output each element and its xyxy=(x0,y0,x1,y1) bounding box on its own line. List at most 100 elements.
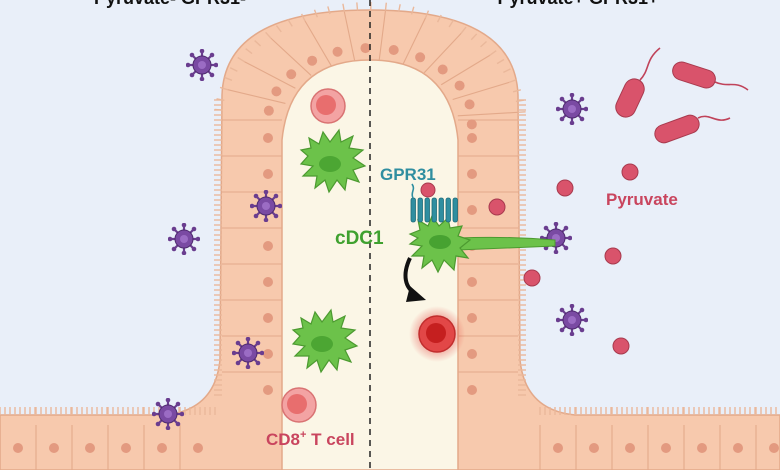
cell-nucleus xyxy=(467,313,477,323)
microvillus xyxy=(517,111,526,114)
microvillus xyxy=(219,86,228,91)
cell-border xyxy=(452,81,510,101)
pyruvate-molecule-icon xyxy=(556,179,574,197)
microvillus xyxy=(410,6,415,15)
cell-nucleus xyxy=(589,443,599,453)
cell-nucleus xyxy=(553,443,563,453)
cell-nucleus xyxy=(13,443,23,453)
cell-nucleus xyxy=(49,443,59,453)
bacterium-icon xyxy=(654,114,731,144)
microvillus xyxy=(216,98,225,101)
cell-nucleus xyxy=(263,313,273,323)
cell-nucleus xyxy=(464,99,475,110)
microvillus xyxy=(489,50,497,56)
cell-border xyxy=(457,111,518,117)
bacterium-icon xyxy=(615,47,661,118)
pyruvate-label: Pyruvate xyxy=(606,190,678,209)
microvillus xyxy=(275,25,282,33)
microvillus xyxy=(515,99,524,103)
microvillus xyxy=(287,19,293,27)
t-cell-label: CD8+ T cell xyxy=(266,429,355,449)
cell-nucleus xyxy=(157,443,167,453)
cell-nucleus xyxy=(769,443,779,453)
dendritic-cell-icon xyxy=(408,214,556,274)
pyruvate-molecule-icon xyxy=(488,198,506,216)
microvillus xyxy=(342,3,345,12)
cell-nucleus xyxy=(85,443,95,453)
pyruvate-molecule-icon xyxy=(523,269,541,287)
microvillus xyxy=(327,6,331,15)
cell-nucleus xyxy=(467,169,477,179)
cell-nucleus xyxy=(733,443,743,453)
pyruvate-molecule-icon xyxy=(420,182,436,198)
right-panel-title: Pyruvate+ GPR31+ xyxy=(497,0,658,8)
cell-nucleus xyxy=(307,55,318,66)
microvillus xyxy=(313,9,318,18)
microvillus xyxy=(397,4,401,13)
dendritic-cell-icon xyxy=(299,128,367,194)
t-cell-icon xyxy=(281,387,317,423)
pyruvate-molecule-icon xyxy=(621,163,639,181)
microvillus xyxy=(300,13,306,22)
cell-nucleus xyxy=(286,69,297,80)
migration-arrow-icon xyxy=(403,257,426,302)
cell-border xyxy=(378,10,387,61)
pyruvate-molecule-icon xyxy=(612,337,630,355)
cell-nucleus xyxy=(388,44,399,55)
microvillus xyxy=(265,31,272,39)
cell-nucleus xyxy=(467,133,477,143)
cell-nucleus xyxy=(454,80,465,91)
virus-icon xyxy=(250,190,282,222)
cell-nucleus xyxy=(625,443,635,453)
microvillus xyxy=(436,14,442,23)
microvillus xyxy=(460,26,467,34)
cell-border xyxy=(402,17,426,65)
dendritic-cell-icon xyxy=(291,308,359,374)
microvillus xyxy=(496,58,505,65)
microvillus xyxy=(503,68,511,73)
cell-nucleus xyxy=(263,133,273,143)
virus-icon xyxy=(556,304,588,336)
cell-nucleus xyxy=(263,385,273,395)
cell-border xyxy=(304,20,332,67)
microvillus xyxy=(424,10,430,19)
cell-nucleus xyxy=(263,169,273,179)
virus-icon xyxy=(232,337,264,369)
virus-icon xyxy=(168,223,200,255)
cell-nucleus xyxy=(697,443,707,453)
cell-nucleus xyxy=(263,349,273,359)
gpr31-receptor-icon xyxy=(410,183,458,223)
virus-icon xyxy=(540,222,572,254)
t-cell-icon xyxy=(310,88,346,124)
cdc1-label: cDC1 xyxy=(335,228,384,249)
microvillus xyxy=(480,41,487,48)
cell-nucleus xyxy=(467,349,477,359)
microvillus xyxy=(254,40,262,47)
cell-border xyxy=(423,32,462,74)
cell-nucleus xyxy=(121,443,131,453)
virus-icon xyxy=(186,49,218,81)
cell-nucleus xyxy=(360,43,371,54)
microvillus xyxy=(214,108,223,111)
cell-nucleus xyxy=(263,105,274,116)
cell-nucleus xyxy=(467,277,477,287)
microvillus xyxy=(512,89,521,93)
microvillus xyxy=(384,2,388,11)
t-cell-icon xyxy=(409,306,465,362)
microvillus xyxy=(508,78,517,84)
cell-nucleus xyxy=(271,86,282,97)
cell-nucleus xyxy=(332,46,343,57)
cell-nucleus xyxy=(467,385,477,395)
cell-nucleus xyxy=(661,443,671,453)
cell-nucleus xyxy=(466,119,477,130)
left-panel-title: Pyruvate- GPR31- xyxy=(94,0,246,8)
cell-border xyxy=(440,54,491,86)
cell-border xyxy=(227,89,286,104)
microvillus xyxy=(448,19,454,28)
cell-border xyxy=(244,61,296,89)
cell-border xyxy=(270,37,312,76)
cell-nucleus xyxy=(193,443,203,453)
microvillus xyxy=(224,76,233,81)
cell-nucleus xyxy=(263,277,273,287)
